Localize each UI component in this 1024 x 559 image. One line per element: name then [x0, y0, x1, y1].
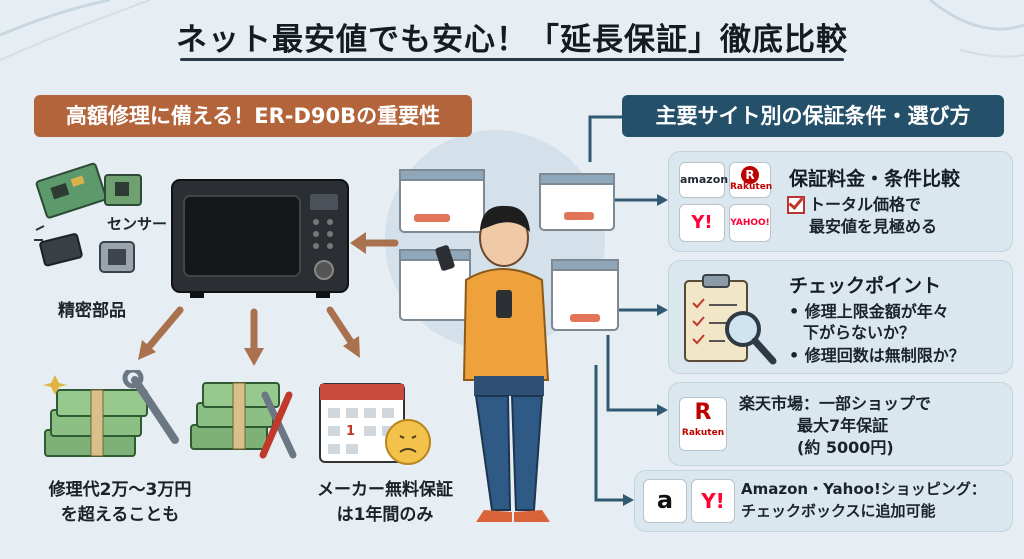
- calendar-illustration: [319, 383, 431, 465]
- amazon-a-logo: a: [643, 479, 687, 523]
- repair-cost-caption: 修理代2万〜3万円を超えることも: [48, 480, 192, 525]
- card2-bullet1-line1: • 修理上限金額が年々: [789, 302, 949, 321]
- person-with-phone-illustration: [399, 169, 619, 522]
- rakuten-warranty-card: R Rakuten 楽天市場：一部ショップで 最大7年保証 (約 5000円): [668, 382, 1013, 466]
- amazon-yahoo-card: a Y! Amazon・Yahoo!ショッピング： チェックボックスに追加可能: [634, 470, 1013, 532]
- rakuten-logo: R Rakuten: [679, 397, 727, 451]
- card4-line2: チェックボックスに追加可能: [741, 502, 936, 520]
- manufacturer-warranty-caption: メーカー無料保証は1年間のみ: [317, 480, 453, 525]
- calendar-day-mark: 1: [346, 424, 356, 439]
- fee-comparison-card: amazon Rakuten R Y! YAHOO! 保証料金・条件比較 トータ…: [668, 151, 1013, 252]
- card2-title: チェックポイント: [789, 275, 942, 297]
- clipboard-magnifier-icon: [684, 274, 777, 365]
- card3-line3: (約 5000円): [797, 438, 894, 457]
- checkbox-icon: [787, 194, 805, 214]
- parts-label: 精密部品: [58, 301, 126, 321]
- card2-bullet1-line2: 下がらないか？: [803, 323, 916, 342]
- yahoo-y-logo: Y!: [679, 204, 725, 242]
- sensor-label: センサー: [107, 215, 168, 233]
- rakuten-logo: Rakuten R: [729, 162, 772, 198]
- left-section-header: 高額修理に備える！ER-D90Bの重要性: [34, 95, 472, 137]
- money-and-wrench-illustration: [43, 370, 179, 457]
- cash-and-tools-illustration: [190, 382, 297, 459]
- right-section-header: 主要サイト別の保証条件・選び方: [622, 95, 1004, 137]
- card1-line1: トータル価格で: [809, 195, 922, 214]
- amazon-logo: amazon: [679, 162, 728, 198]
- page-title: ネット最安値でも安心！「延長保証」徹底比較: [0, 14, 1024, 61]
- precision-parts-illustration: [34, 162, 142, 273]
- checkpoint-card: チェックポイント • 修理上限金額が年々 下がらないか？ • 修理回数は無制限か…: [668, 260, 1013, 374]
- yahoo-shopping-logo: YAHOO!: [729, 204, 771, 242]
- card1-line2: 最安値を見極める: [809, 217, 938, 236]
- card3-line2: 最大7年保証: [797, 416, 889, 435]
- card3-line1: 楽天市場：一部ショップで: [739, 394, 932, 413]
- microwave-oven-illustration: [171, 179, 349, 298]
- card2-bullet2: • 修理回数は無制限か？: [789, 346, 965, 365]
- yahoo-y-logo: Y!: [691, 479, 735, 523]
- card1-title: 保証料金・条件比較: [789, 168, 961, 190]
- card4-line1: Amazon・Yahoo!ショッピング：: [741, 480, 986, 498]
- title-underline: [180, 58, 844, 61]
